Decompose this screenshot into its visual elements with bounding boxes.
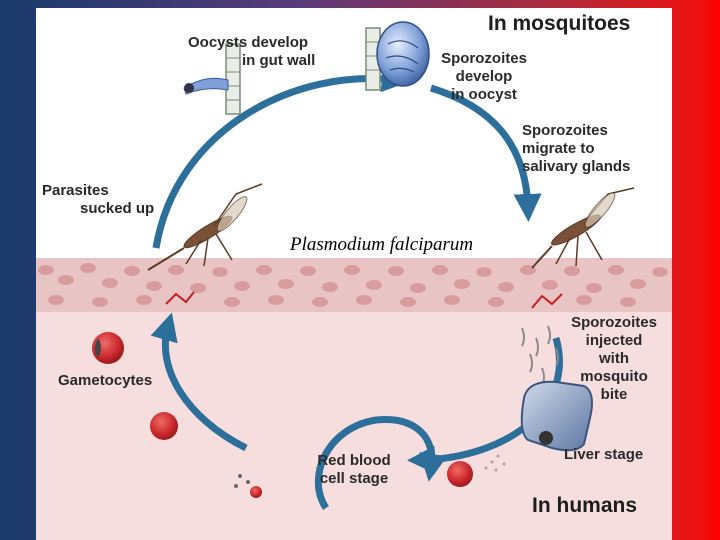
lifecycle-illustration: [36, 21, 672, 540]
label-gametocytes: Gametocytes: [58, 372, 153, 389]
gametocyte-icon: [92, 332, 124, 364]
species-name: Plasmodium falciparum: [290, 234, 474, 255]
capillary-left: [165, 291, 195, 305]
oocyst-icon: [365, 21, 430, 91]
label-sporozoites-migrate: Sporozoites migrate to salivary glands: [522, 122, 631, 175]
red-blood-cell-icon: [447, 461, 473, 487]
red-blood-cell-icon: [150, 412, 178, 440]
merozoite-particles: [484, 454, 506, 472]
cycle-arrow-icon: [150, 312, 248, 452]
label-red-blood-cell-stage: Red blood cell stage: [317, 452, 391, 487]
label-parasites-sucked-up: Parasites sucked up: [42, 182, 155, 217]
label-sporozoites-develop: Sporozoites develop in oocyst: [441, 50, 527, 103]
capillary-right: [531, 293, 563, 309]
diagram-panel: In mosquitoes In humans Oocysts develop …: [36, 8, 672, 540]
label-liver-stage: Liver stage: [564, 446, 644, 463]
blood-cell-texture: [38, 263, 668, 307]
cycle-arrow-icon: [429, 84, 542, 222]
oocyst-icon: [183, 43, 241, 115]
mosquito-icon: [147, 183, 263, 271]
mosquito-icon: [531, 187, 635, 269]
section-label-humans: In humans: [532, 494, 638, 517]
liver-cell-icon: [520, 380, 593, 452]
section-label-mosquitoes: In mosquitoes: [488, 12, 631, 35]
cycle-arrow-icon: [152, 64, 410, 249]
label-sporozoites-injected: Sporozoites injected with mosquito bite: [571, 314, 657, 403]
cycle-arrow-icon: [314, 416, 448, 510]
sporozoite-cluster: [521, 325, 559, 387]
red-blood-cell-icon: [234, 474, 262, 498]
label-oocysts: Oocysts develop in gut wall: [188, 34, 316, 69]
